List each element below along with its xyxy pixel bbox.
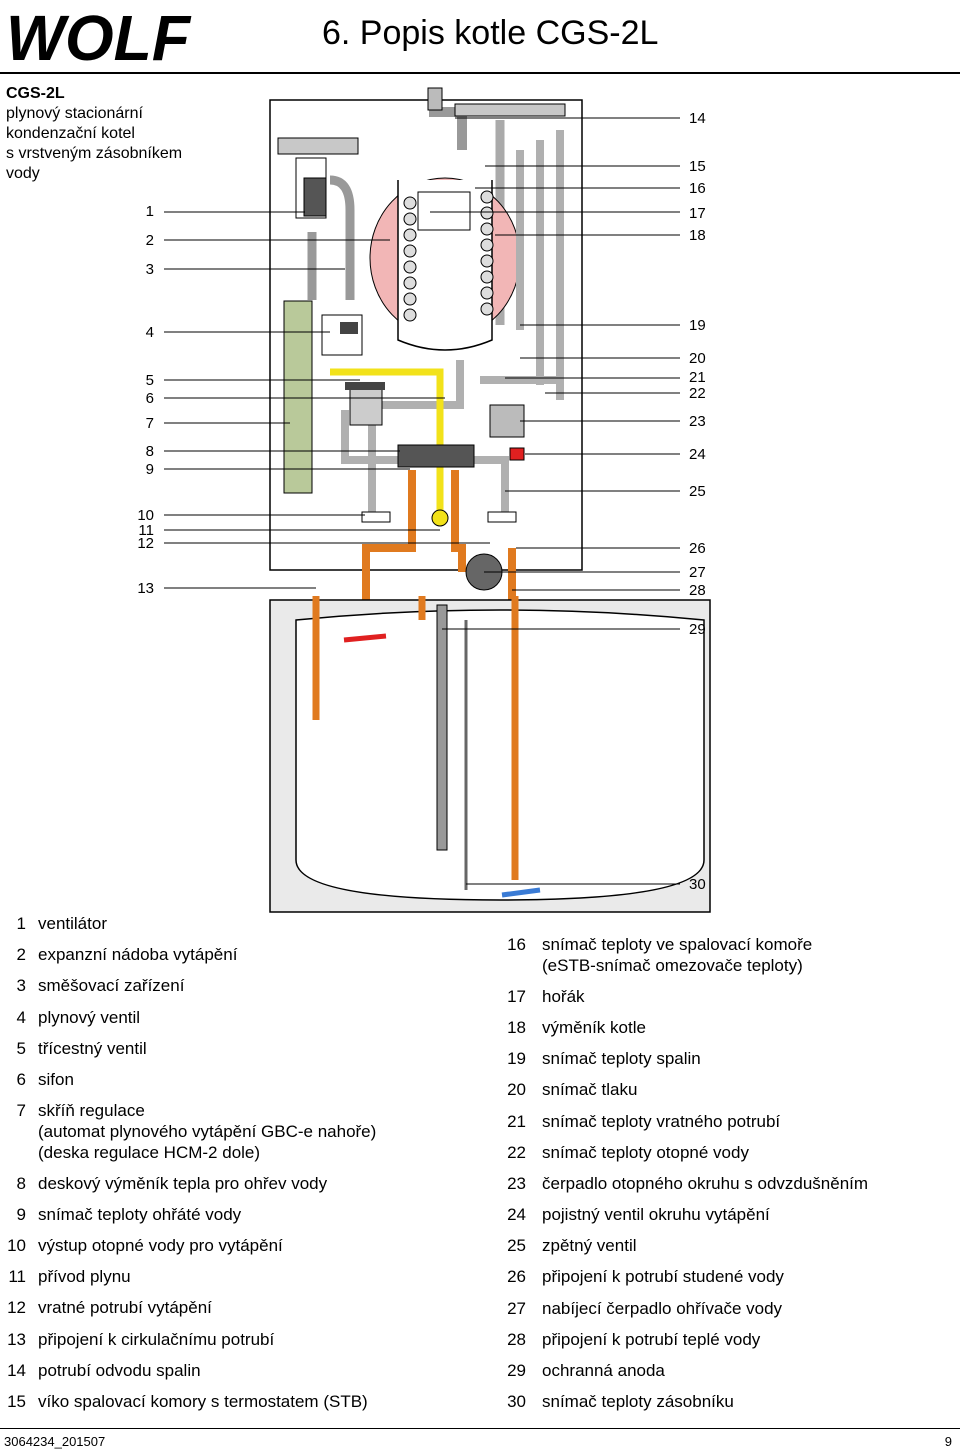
plate-heat-exchanger xyxy=(397,444,475,468)
control-box xyxy=(283,300,313,494)
cold-flow-arrow xyxy=(501,887,541,898)
boiler-diagram xyxy=(164,87,711,913)
callout-16: 16 xyxy=(689,180,706,197)
heating-pump xyxy=(489,404,525,438)
callout-30: 30 xyxy=(689,876,706,893)
page-number: 9 xyxy=(944,1434,952,1449)
callout-4: 4 xyxy=(145,324,154,341)
callout-23: 23 xyxy=(689,413,706,430)
callout-11: 11 xyxy=(138,522,154,539)
description-line: kondenzační kotel xyxy=(6,125,135,142)
internal-pipes xyxy=(341,130,564,515)
callout-1: 1 xyxy=(145,203,154,220)
flue-outlet xyxy=(427,87,443,111)
callout-21: 21 xyxy=(689,369,706,386)
callout-15: 15 xyxy=(689,158,706,175)
callout-25: 25 xyxy=(689,483,706,500)
callout-29: 29 xyxy=(689,621,706,638)
tank-pipes xyxy=(312,596,519,880)
wolf-logo: WOLF xyxy=(4,2,194,74)
description-line: plynový stacionární xyxy=(6,105,143,122)
callout-12: 12 xyxy=(137,535,154,552)
wolf-logo-text: WOLF xyxy=(6,6,192,66)
exchanger-coils-left xyxy=(403,196,417,322)
hot-water-pipes xyxy=(362,470,516,600)
boiler-description: CGS-2L plynový stacionární kondenzační k… xyxy=(6,84,182,184)
connection-fittings xyxy=(361,511,517,523)
fan-housing xyxy=(277,137,359,155)
three-way-valve-actuator xyxy=(345,382,385,390)
exchanger-coils-right xyxy=(480,190,494,316)
callout-17: 17 xyxy=(689,205,706,222)
callout-26: 26 xyxy=(689,540,706,557)
gas-connection xyxy=(431,509,449,527)
footer-divider xyxy=(0,1428,960,1429)
callout-9: 9 xyxy=(145,461,154,478)
three-way-valve xyxy=(349,384,383,426)
callout-19: 19 xyxy=(689,317,706,334)
storage-tank xyxy=(295,609,705,901)
header-divider xyxy=(0,72,960,74)
callout-27: 27 xyxy=(689,564,706,581)
gas-valve-coil xyxy=(340,322,358,334)
callout-28: 28 xyxy=(689,582,706,599)
description-line: vody xyxy=(6,165,40,182)
callout-3: 3 xyxy=(145,261,154,278)
safety-valve xyxy=(509,447,525,461)
gas-valve xyxy=(321,314,363,356)
hot-flow-arrow xyxy=(343,633,387,643)
callout-6: 6 xyxy=(145,390,154,407)
callout-7: 7 xyxy=(145,415,154,432)
callout-18: 18 xyxy=(689,227,706,244)
callout-8: 8 xyxy=(145,443,154,460)
callout-22: 22 xyxy=(689,385,706,402)
page-title: 6. Popis kotle CGS-2L xyxy=(322,14,659,52)
burner-element xyxy=(417,191,471,231)
callout-13: 13 xyxy=(137,580,154,597)
document-code: 3064234_201507 xyxy=(4,1434,106,1449)
callout-10: 10 xyxy=(137,507,154,524)
fan-motor xyxy=(303,177,327,217)
callout-5: 5 xyxy=(145,372,154,389)
callout-20: 20 xyxy=(689,350,706,367)
callout-14: 14 xyxy=(689,110,706,127)
anode xyxy=(436,604,448,851)
boiler-name: CGS-2L xyxy=(6,85,65,102)
leader-lines xyxy=(164,117,680,885)
callout-2: 2 xyxy=(145,232,154,249)
fan-duct xyxy=(329,175,355,300)
description-line: s vrstveným zásobníkem xyxy=(6,145,183,162)
flue-cover xyxy=(454,103,566,117)
callout-24: 24 xyxy=(689,446,706,463)
